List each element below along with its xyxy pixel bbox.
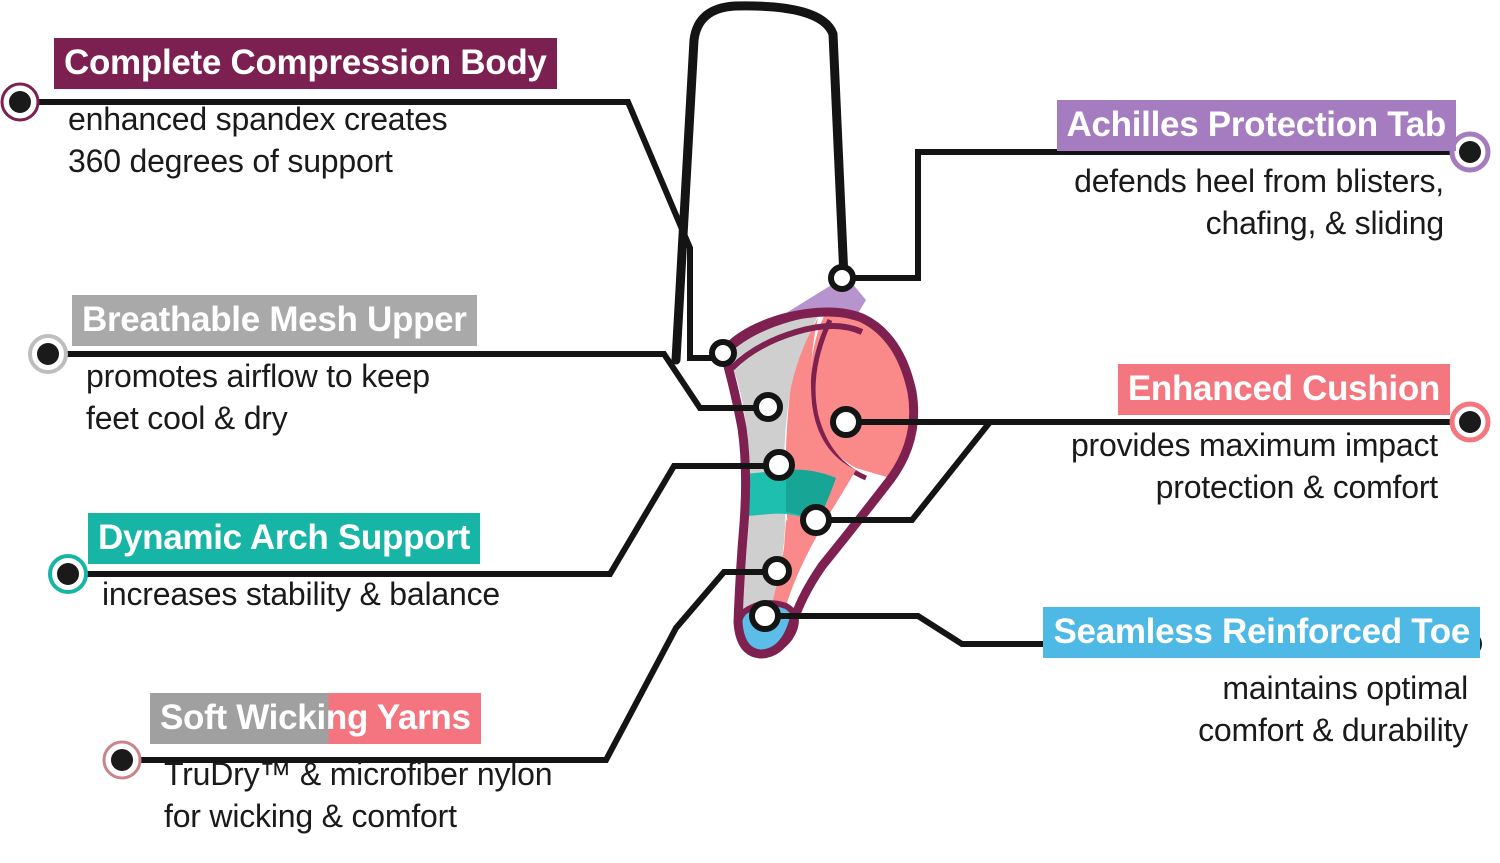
callout-description-toe: maintains optimal comfort & durability xyxy=(1198,670,1468,748)
leader-compression xyxy=(20,99,723,361)
callout-title-yarns: Soft Wicking Yarns xyxy=(150,693,481,744)
leg-outline xyxy=(671,1,850,365)
terminal-dot-mesh[interactable] xyxy=(28,334,68,374)
callout-achilles-protection-tab[interactable]: Achilles Protection Tab defends heel fro… xyxy=(836,100,1456,244)
terminal-dot-achilles[interactable] xyxy=(1449,131,1491,173)
callout-title-toe: Seamless Reinforced Toe xyxy=(1043,607,1480,658)
callout-title-mesh: Breathable Mesh Upper xyxy=(72,295,477,346)
sock-toe-outline xyxy=(734,600,799,658)
callout-title-compression: Complete Compression Body xyxy=(54,38,557,89)
target-dot-compression[interactable] xyxy=(709,339,737,367)
callout-description-compression: enhanced spandex creates 360 degrees of … xyxy=(68,101,448,179)
callout-description-achilles: defends heel from blisters, chafing, & s… xyxy=(1074,163,1444,241)
callout-description-arch: increases stability & balance xyxy=(102,576,500,612)
callout-breathable-mesh-upper[interactable]: Breathable Mesh Upper promotes airflow t… xyxy=(72,295,672,439)
terminal-dot-cushion[interactable] xyxy=(1449,401,1491,443)
callout-title-cushion: Enhanced Cushion xyxy=(1117,364,1450,415)
callout-dynamic-arch-support[interactable]: Dynamic Arch Support increases stability… xyxy=(88,513,688,616)
target-dot-achilles[interactable] xyxy=(828,264,856,292)
leader-mesh xyxy=(48,351,760,411)
sock-cushion-heel xyxy=(810,314,916,478)
callout-description-yarns: TruDry™ & microfiber nylon for wicking &… xyxy=(164,756,553,834)
callout-description-mesh: promotes airflow to keep feet cool & dry xyxy=(86,358,430,436)
sock-collar-band xyxy=(723,308,864,355)
target-dot-arch[interactable] xyxy=(763,449,795,481)
callout-complete-compression-body[interactable]: Complete Compression Body enhanced spand… xyxy=(54,38,674,182)
terminal-dot-yarns[interactable] xyxy=(102,740,142,780)
leader-cushion-branch xyxy=(818,420,993,523)
callout-description-cushion: provides maximum impact protection & com… xyxy=(1070,427,1438,505)
target-dot-mesh[interactable] xyxy=(753,392,783,422)
sock-collar-inner xyxy=(729,323,864,371)
terminal-dot-compression[interactable] xyxy=(0,82,40,122)
target-dot-yarns[interactable] xyxy=(762,556,792,586)
callout-soft-wicking-yarns[interactable]: Soft Wicking Yarns TruDry™ & microfiber … xyxy=(150,693,750,837)
leader-yarns xyxy=(122,569,772,763)
callout-title-arch: Dynamic Arch Support xyxy=(88,513,480,564)
leader-achilles xyxy=(846,149,1470,281)
target-dot-cushion-ball[interactable] xyxy=(800,504,832,536)
terminal-dot-arch[interactable] xyxy=(48,554,88,594)
callout-seamless-reinforced-toe[interactable]: Seamless Reinforced Toe maintains optima… xyxy=(860,607,1480,751)
callout-enhanced-cushion[interactable]: Enhanced Cushion provides maximum impact… xyxy=(850,364,1450,508)
leader-arch xyxy=(68,463,772,577)
callout-title-achilles: Achilles Protection Tab xyxy=(1056,100,1456,151)
target-dot-toe[interactable] xyxy=(749,600,781,632)
target-dot-cushion-heel[interactable] xyxy=(830,406,862,438)
